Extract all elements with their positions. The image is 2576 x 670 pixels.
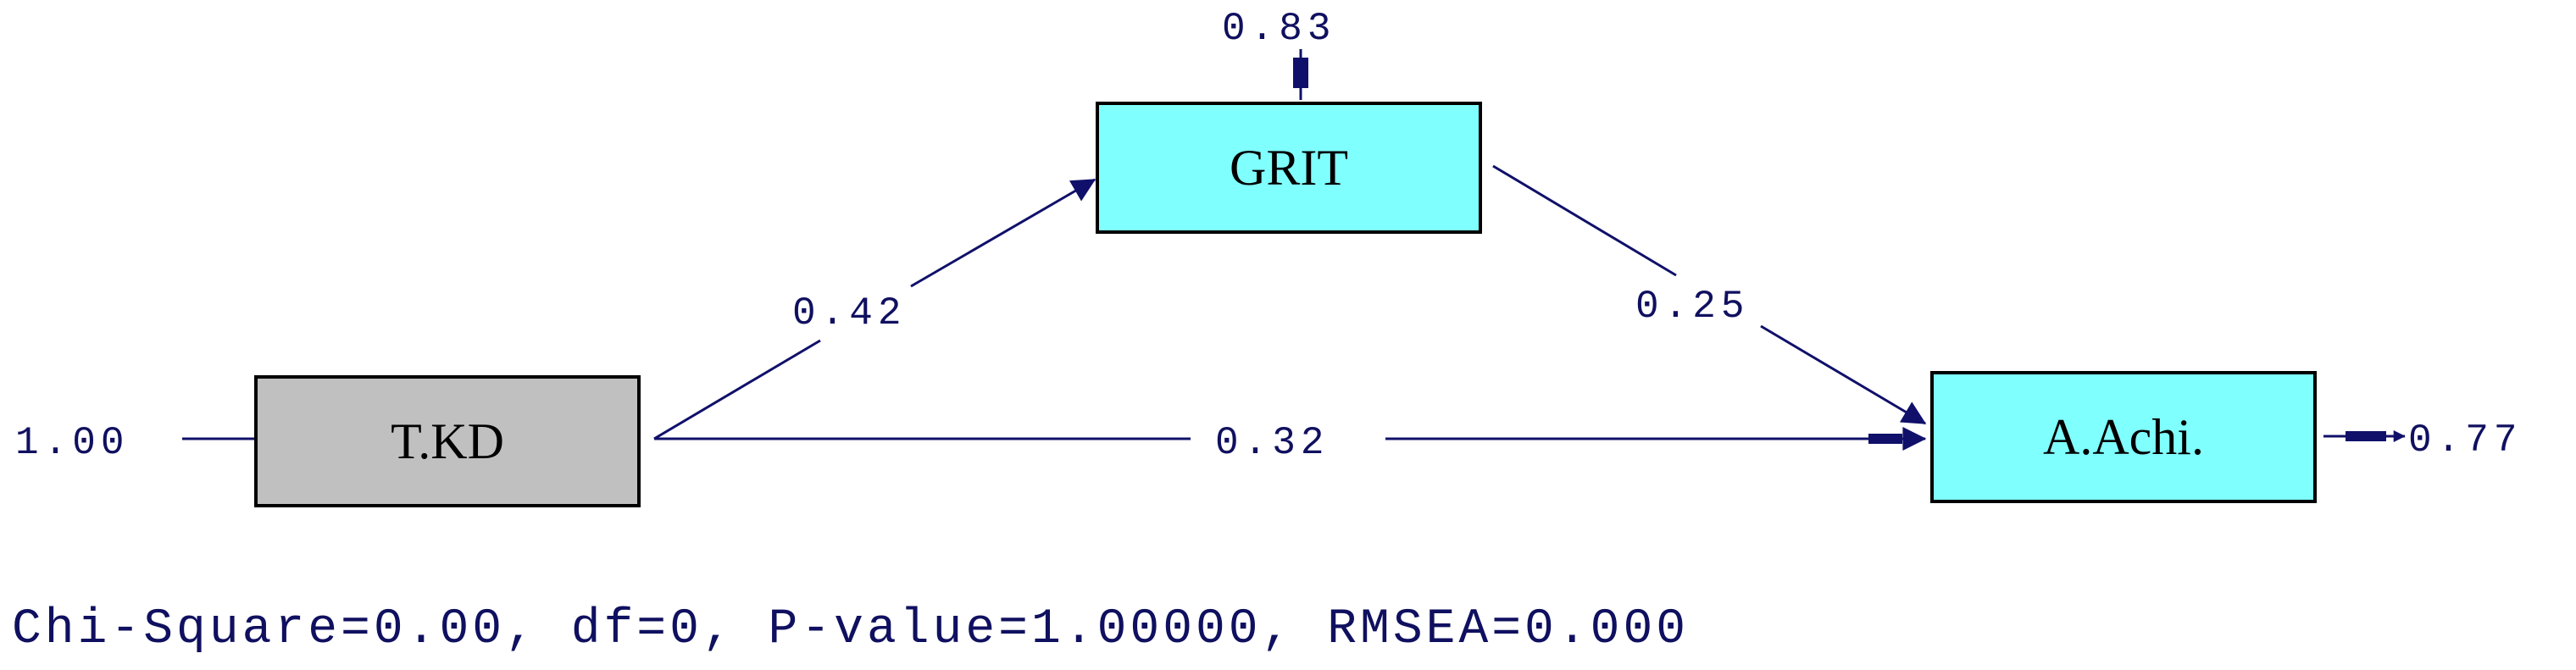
path-tkd-to-achi: 0.32 (654, 421, 1927, 465)
variance-tkd: 1.00 (15, 421, 256, 465)
variance-tkd-value: 1.00 (15, 421, 129, 465)
variance-achi: 0.77 (2323, 418, 2522, 462)
node-achi: A.Achi. (1930, 371, 2317, 503)
coef-grit-achi: 0.25 (1635, 285, 1749, 329)
path-grit-to-achi: 0.25 (1492, 164, 1927, 425)
node-tkd-label: T.KD (391, 413, 504, 469)
variance-grit: 0.83 (1222, 7, 1335, 100)
node-achi-label: A.Achi. (2043, 409, 2204, 465)
variance-grit-value: 0.83 (1222, 7, 1335, 51)
node-tkd: T.KD (254, 375, 641, 507)
node-grit: GRIT (1096, 102, 1482, 234)
coef-tkd-grit: 0.42 (792, 291, 906, 335)
path-tkd-to-grit: 0.42 (653, 178, 1096, 440)
node-grit-label: GRIT (1230, 140, 1348, 196)
coef-tkd-achi: 0.32 (1215, 421, 1329, 465)
variance-achi-value: 0.77 (2408, 418, 2522, 462)
fit-statistics: Chi-Square=0.00, df=0, P-value=1.00000, … (12, 602, 1689, 657)
